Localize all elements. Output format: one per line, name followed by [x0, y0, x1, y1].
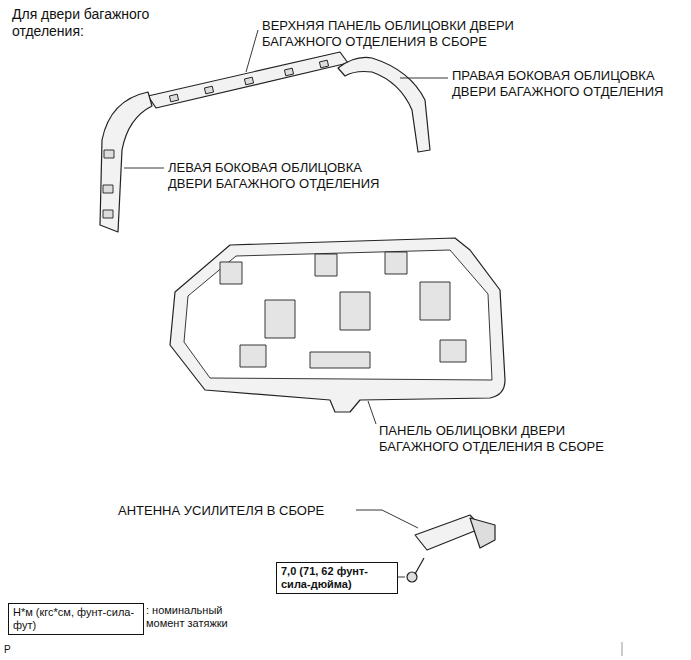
left-side-trim — [100, 92, 152, 232]
part-name: ПРАВАЯ БОКОВАЯ ОБЛИЦОВКА ДВЕРИ БАГАЖНОГО… — [452, 68, 680, 99]
legend-text: : номинальный момент затяжки — [146, 604, 256, 630]
page-mark: P — [4, 644, 11, 656]
torque-box: 7,0 (71, 62 фунт-сила-дюйма) — [276, 562, 398, 594]
torque-value: 7,0 (71, 62 фунт-сила-дюйма) — [281, 565, 393, 591]
leader-lines — [124, 30, 448, 577]
diagram-title: Для двери багажного отделения: — [12, 6, 177, 40]
legend-box: Н*м (кгс*см, фунт-сила-фут) — [8, 603, 144, 635]
part-name: ПАНЕЛЬ ОБЛИЦОВКИ ДВЕРИ БАГАЖНОГО ОТДЕЛЕН… — [379, 423, 624, 454]
part-name: АНТЕННА УСИЛИТЕЛЯ В СБОРЕ — [118, 503, 324, 519]
right-side-trim — [338, 57, 430, 152]
upper-trim-panel — [148, 52, 348, 108]
door-trim-panel — [170, 238, 505, 412]
part-name: ВЕРХНЯЯ ПАНЕЛЬ ОБЛИЦОВКИ ДВЕРИ БАГАЖНОГО… — [262, 18, 530, 49]
part-name: ЛЕВАЯ БОКОВАЯ ОБЛИЦОВКА ДВЕРИ БАГАЖНОГО … — [168, 160, 408, 191]
legend-unit: Н*м (кгс*см, фунт-сила-фут) — [13, 606, 139, 632]
